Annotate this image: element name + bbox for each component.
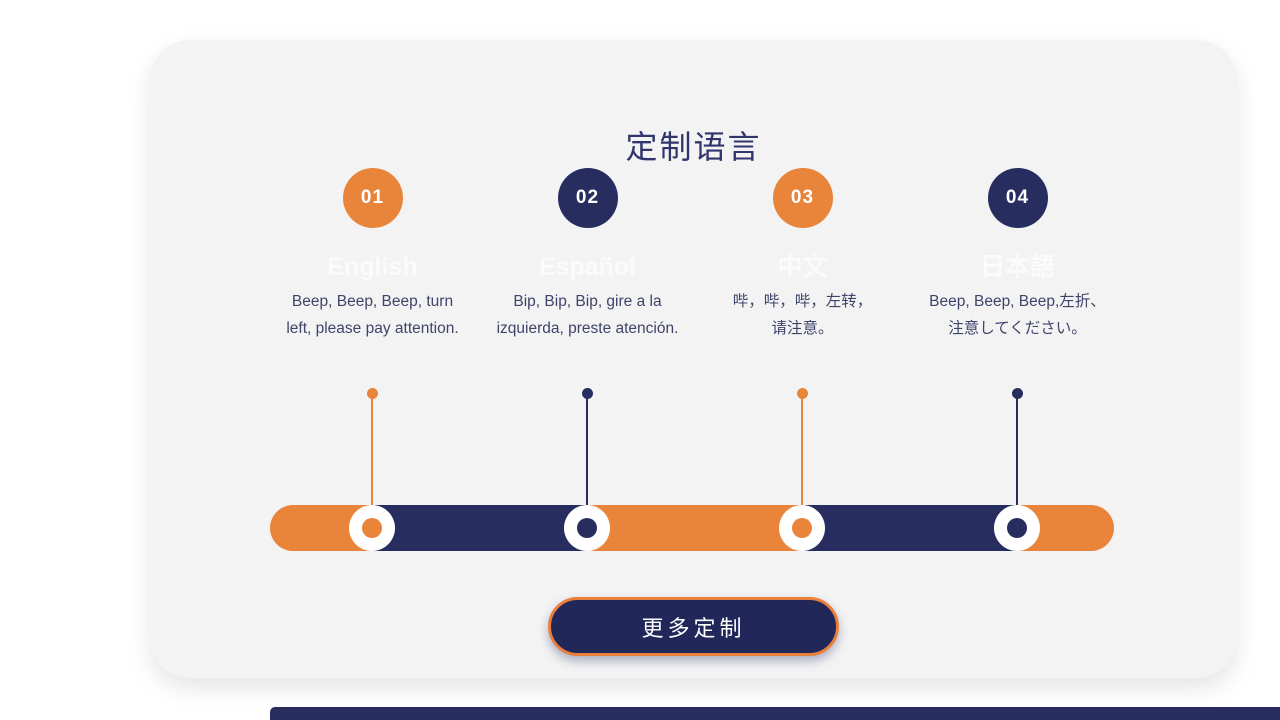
step-column-english: 01 English Beep, Beep, Beep, turn left, … — [265, 168, 480, 342]
description-line: Beep, Beep, Beep, turn — [291, 293, 454, 310]
steps-row: 01 English Beep, Beep, Beep, turn left, … — [265, 168, 1125, 342]
step-badge-02: 02 — [557, 168, 618, 228]
step-number: 04 — [1005, 187, 1030, 208]
page-title: 定制语言 — [625, 129, 762, 165]
language-heading-english: English — [327, 253, 418, 281]
footer-strip — [270, 707, 1280, 720]
language-card: 定制语言 01 English Beep, Beep, Beep, turn l… — [150, 40, 1237, 678]
step-badge-01: 01 — [342, 168, 403, 228]
step-description: Beep, Beep, Beep, turn left, please pay … — [265, 288, 480, 342]
step-badge-03: 03 — [772, 168, 833, 228]
timeline-segment-navy — [802, 505, 1017, 551]
description-line: 哔，哔，哔，左转， — [732, 293, 873, 310]
step-number: 02 — [575, 187, 600, 208]
language-heading-japanese: 日本語 — [979, 253, 1055, 281]
marker-dot-icon — [792, 518, 812, 538]
language-heading-espanol: Español — [538, 253, 637, 281]
description-line: izquierda, preste atención. — [496, 320, 679, 337]
timeline-marker-2 — [564, 505, 610, 551]
stem-line — [801, 393, 803, 528]
description-line: Beep, Beep, Beep,左折、 — [929, 293, 1106, 310]
description-line: Bip, Bip, Bip, gire a la — [513, 293, 662, 310]
description-line: 请注意。 — [771, 320, 834, 337]
description-line: left, please pay attention. — [286, 320, 459, 337]
timeline-segment-navy — [372, 505, 587, 551]
step-column-espanol: 02 Español Bip, Bip, Bip, gire a la izqu… — [480, 168, 695, 342]
timeline-marker-3 — [779, 505, 825, 551]
step-description: 哔，哔，哔，左转， 请注意。 — [695, 288, 910, 342]
timeline-marker-1 — [349, 505, 395, 551]
step-column-chinese: 03 中文 哔，哔，哔，左转， 请注意。 — [695, 168, 910, 342]
marker-dot-icon — [1007, 518, 1027, 538]
marker-dot-icon — [577, 518, 597, 538]
stem-line — [586, 393, 588, 528]
timeline-marker-4 — [994, 505, 1040, 551]
stem-line — [1016, 393, 1018, 528]
more-customization-button[interactable]: 更多定制 — [548, 597, 839, 656]
step-description: Bip, Bip, Bip, gire a la izquierda, pres… — [480, 288, 695, 342]
marker-dot-icon — [362, 518, 382, 538]
timeline-bar — [270, 505, 1114, 551]
step-column-japanese: 04 日本語 Beep, Beep, Beep,左折、 注意してください。 — [910, 168, 1125, 342]
step-description: Beep, Beep, Beep,左折、 注意してください。 — [910, 288, 1125, 342]
step-badge-04: 04 — [987, 168, 1048, 228]
step-number: 01 — [360, 187, 385, 208]
description-line: 注意してください。 — [948, 320, 1087, 337]
stem-line — [371, 393, 373, 528]
language-heading-chinese: 中文 — [777, 253, 828, 281]
step-number: 03 — [790, 187, 815, 208]
